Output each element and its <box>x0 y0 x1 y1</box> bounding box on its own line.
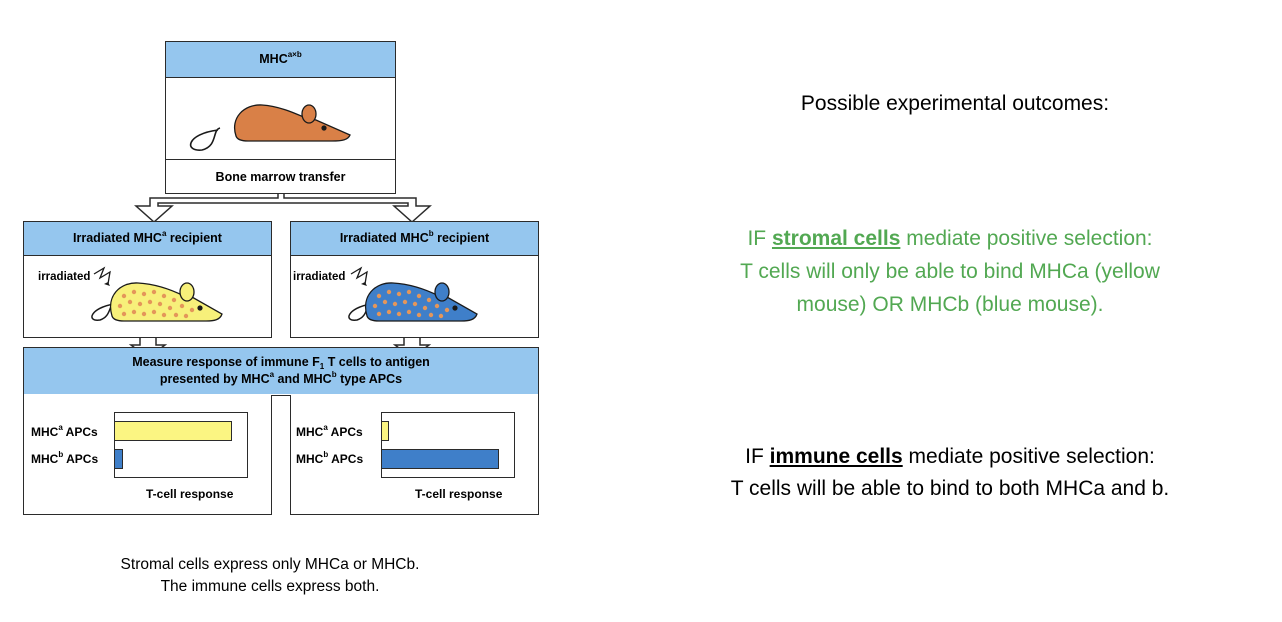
chart-frame-a <box>114 412 248 478</box>
donor-header: MHCa×b <box>166 42 395 78</box>
apc-a-label-right: MHCa APCs <box>296 423 363 440</box>
donor-box: MHCa×b Bone marrow transfer <box>165 41 396 194</box>
caption: Stromal cells express only MHCa or MHCb.… <box>40 554 500 598</box>
measure-box: Measure response of immune F1 T cells to… <box>23 347 539 396</box>
apc-b-label-left: MHCb APCs <box>31 450 99 467</box>
bar-b-mhcb <box>381 449 499 469</box>
measure-header: Measure response of immune F1 T cells to… <box>24 348 538 394</box>
stromal-keyword: stromal cells <box>771 227 901 250</box>
result-a-box: MHCa APCs MHCb APCs T-cell response <box>23 395 272 515</box>
yellow-mouse-icon <box>91 266 223 322</box>
irradiated-label-b: irradiated <box>293 271 346 283</box>
caption-line-1: Stromal cells express only MHCa or MHCb. <box>120 556 420 573</box>
bar-a-mhca <box>114 421 232 441</box>
apc-b-label-right: MHCb APCs <box>296 450 364 467</box>
immune-keyword: immune cells <box>769 445 903 468</box>
donor-mouse-area <box>166 78 395 160</box>
donor-mouse-icon <box>189 104 351 151</box>
axis-label-a: T-cell response <box>146 487 234 501</box>
immune-outcome: IF immune cells mediate positive selecti… <box>730 445 1170 500</box>
blue-mouse-icon <box>348 266 478 322</box>
apc-a-label-left: MHCa APCs <box>31 423 98 440</box>
recipient-b-box: Irradiated MHCb recipient irradiated <box>290 221 539 338</box>
transfer-label: Bone marrow transfer <box>215 169 346 184</box>
irradiated-label-a: irradiated <box>38 271 91 283</box>
recipient-a-box: Irradiated MHCa recipient irradiated <box>23 221 272 338</box>
bar-a-mhcb <box>114 449 123 469</box>
stromal-outcome: IF stromal cells mediate positive select… <box>740 227 1160 316</box>
bar-b-mhca <box>381 421 389 441</box>
split-arrow <box>134 192 432 224</box>
recipient-b-header: Irradiated MHCb recipient <box>291 222 538 256</box>
outcomes-title: Possible experimental outcomes: <box>800 92 1110 115</box>
chart-frame-b <box>381 412 515 478</box>
caption-line-2: The immune cells express both. <box>160 578 380 595</box>
axis-label-b: T-cell response <box>415 487 503 501</box>
recipient-a-header: Irradiated MHCa recipient <box>24 222 271 256</box>
result-b-box: MHCa APCs MHCb APCs T-cell response <box>290 395 539 515</box>
